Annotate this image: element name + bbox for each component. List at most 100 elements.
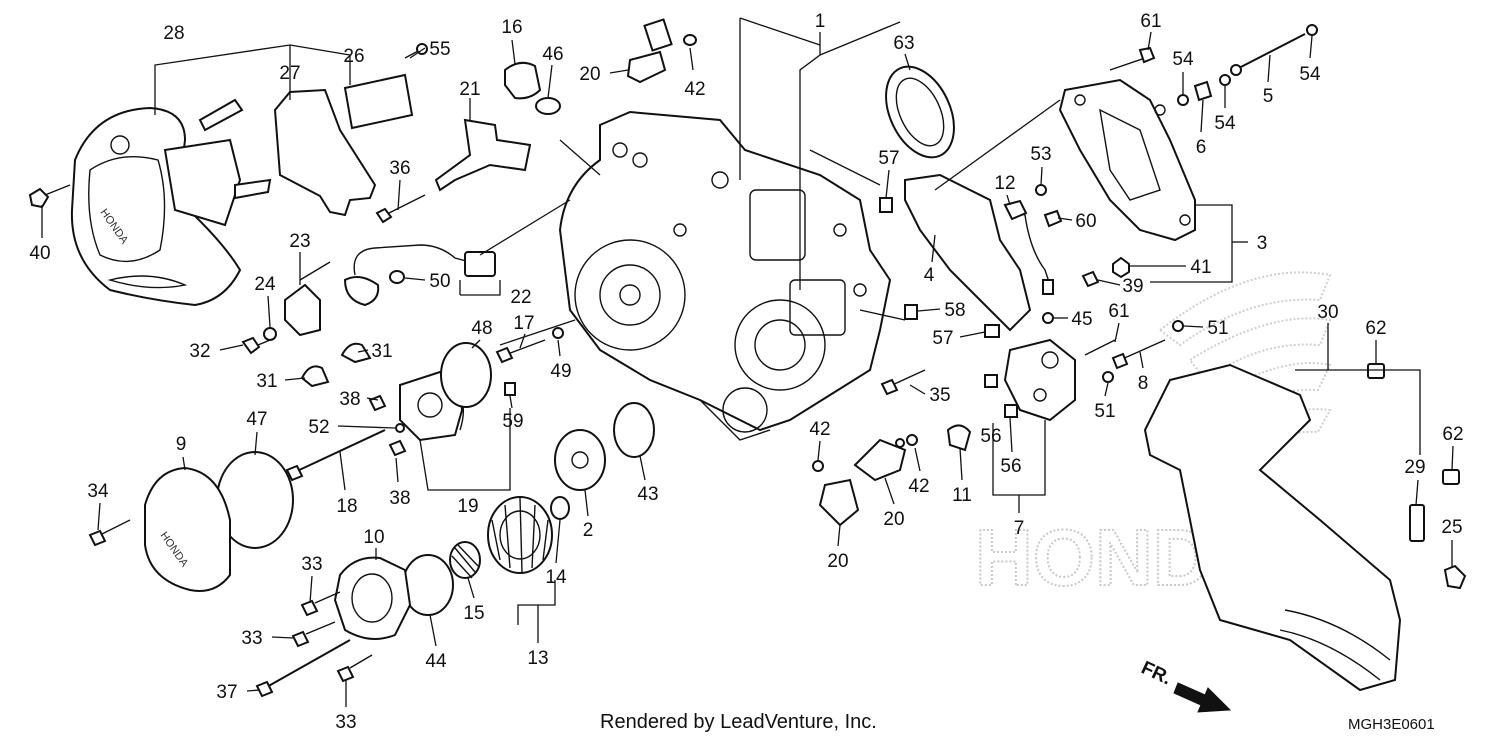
- callout-9: 9: [176, 434, 187, 455]
- diagram-code: MGH3E0601: [1348, 716, 1435, 733]
- crankcase-cover-1: [558, 110, 892, 441]
- callout-38: 38: [389, 488, 410, 509]
- bolt-60: [1043, 209, 1063, 228]
- bolt-35: [880, 369, 926, 396]
- dowel-58: [904, 304, 918, 320]
- bolt-18: [285, 429, 386, 482]
- callout-53: 53: [1030, 144, 1051, 165]
- washer-53: [1035, 184, 1047, 196]
- label-26: [343, 73, 414, 130]
- callout-54: 54: [1214, 113, 1236, 134]
- front-direction-arrow: FR.: [1138, 657, 1232, 713]
- right-cover-30: [1143, 363, 1402, 692]
- callout-42: 42: [684, 79, 705, 100]
- washer-49: [552, 327, 564, 339]
- callout-54: 54: [1299, 64, 1321, 85]
- o-ring-43: [613, 402, 655, 458]
- sensor-20-top: [626, 18, 697, 84]
- callout-8: 8: [1138, 373, 1149, 394]
- nut-41: [1112, 256, 1130, 279]
- callout-55: 55: [429, 39, 450, 60]
- sensor-harness-22: [343, 244, 496, 307]
- leader-lines: [41, 17, 1454, 707]
- callout-11: 11: [952, 485, 972, 506]
- callout-26: 26: [343, 46, 364, 67]
- callout-32: 32: [189, 341, 210, 362]
- callout-7: 7: [1014, 518, 1025, 539]
- cap-62-b: [1442, 469, 1460, 485]
- callout-46: 46: [542, 44, 563, 65]
- callout-37: 37: [216, 682, 237, 703]
- o-ring-48: [440, 342, 492, 408]
- callout-28: 28: [163, 23, 184, 44]
- callout-6: 6: [1196, 137, 1207, 158]
- bolt-37: [255, 639, 351, 698]
- clip-31-a: [340, 342, 372, 364]
- callout-62: 62: [1442, 424, 1463, 445]
- callout-20: 20: [827, 551, 848, 572]
- callout-33: 33: [301, 554, 322, 575]
- callout-47: 47: [246, 409, 267, 430]
- cover-plate-27: [273, 88, 377, 217]
- callout-4: 4: [924, 265, 935, 286]
- callout-54: 54: [1172, 49, 1194, 70]
- bolt-33-a: [300, 591, 341, 617]
- clip-11: [946, 424, 972, 452]
- callout-50: 50: [429, 271, 450, 292]
- callout-34: 34: [87, 481, 109, 502]
- dowel-57-b: [984, 324, 1000, 338]
- callout-20: 20: [579, 64, 600, 85]
- callout-43: 43: [637, 484, 658, 505]
- callout-21: 21: [459, 79, 480, 100]
- pipe-12: [1003, 199, 1054, 295]
- callout-16: 16: [501, 17, 522, 38]
- bolt-8: [1111, 339, 1166, 370]
- washer-51-b: [1102, 371, 1114, 383]
- callout-23: 23: [289, 231, 310, 252]
- callout-22: 22: [510, 287, 531, 308]
- callout-42: 42: [809, 419, 830, 440]
- oil-seal-63: [885, 65, 955, 159]
- callout-12: 12: [994, 173, 1015, 194]
- clip-31-b: [300, 365, 330, 388]
- callout-30: 30: [1317, 302, 1338, 323]
- direction-label: FR.: [1138, 657, 1175, 689]
- bracket-21: [434, 118, 532, 192]
- callout-33: 33: [241, 628, 262, 649]
- callout-20: 20: [883, 509, 904, 530]
- bolt-40: [28, 184, 71, 209]
- callout-17: 17: [513, 313, 534, 334]
- dowel-56-a: [984, 374, 998, 388]
- o-ring-46: [535, 97, 561, 115]
- bracket-23: [284, 261, 331, 337]
- callout-51: 51: [1094, 401, 1115, 422]
- bolt-33-b: [291, 621, 336, 648]
- callout-3: 3: [1257, 233, 1268, 254]
- bolt-39: [1081, 270, 1100, 288]
- callout-38: 38: [339, 389, 360, 410]
- plug-6: [1193, 80, 1213, 102]
- credit-line: Rendered by LeadVenture, Inc.: [600, 711, 877, 733]
- bolt-38-b: [388, 439, 407, 457]
- callout-10: 10: [363, 527, 384, 548]
- bolt-36: [375, 194, 426, 224]
- callout-42: 42: [908, 476, 929, 497]
- cap-62-a: [1367, 363, 1385, 379]
- bolt-61-lower: [1084, 339, 1116, 356]
- bolt-61-top: [1109, 46, 1156, 71]
- callout-59: 59: [502, 411, 523, 432]
- callout-25: 25: [1441, 517, 1462, 538]
- callout-5: 5: [1263, 86, 1274, 107]
- oil-pump-cover-3: [1058, 78, 1196, 242]
- callout-14: 14: [545, 567, 567, 588]
- cover-bracket: [163, 98, 272, 227]
- washer-54-c: [1219, 74, 1231, 86]
- callout-56: 56: [980, 426, 1001, 447]
- washer-54-a: [1306, 24, 1318, 36]
- callout-19: 19: [457, 496, 478, 517]
- washer-52: [395, 423, 405, 433]
- callout-39: 39: [1122, 276, 1143, 297]
- valve-body-7: [1003, 338, 1076, 422]
- damper-29: [1409, 504, 1425, 542]
